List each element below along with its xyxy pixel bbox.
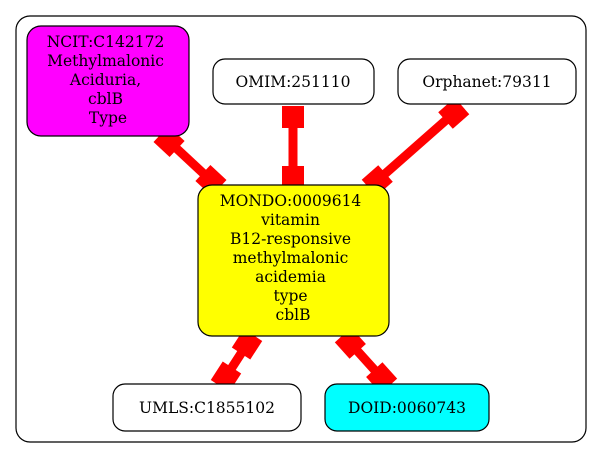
svg-text:NCIT:C142172 Methylmalon: NCIT:C142172 Methylmalonic Aciduria, cbl… <box>47 33 170 127</box>
node-mondo[interactable]: MONDO:0009614 vitamin B12-responsive met… <box>197 184 390 337</box>
node-orphanet-line: Orphanet:79311 <box>422 73 551 91</box>
node-mondo-line: cblB <box>276 306 311 324</box>
edge-cap-mondo <box>282 166 304 188</box>
node-mondo-line: MONDO:0009614 <box>220 192 362 210</box>
node-ncit-line: NCIT:C142172 <box>47 33 165 51</box>
node-ncit-box <box>26 25 190 137</box>
node-omim-line: OMIM:251110 <box>236 73 351 91</box>
node-mondo-line: B12-responsive <box>230 230 351 248</box>
node-orphanet[interactable]: Orphanet:79311 <box>397 58 577 105</box>
edge-cap-mondo <box>231 329 263 360</box>
node-mondo-box <box>197 184 390 337</box>
node-mondo-line: methylmalonic <box>233 249 349 267</box>
svg-text:DOID:0060743: DOID:0060743 <box>348 399 466 417</box>
node-mondo-line: acidemia <box>255 268 326 286</box>
node-umls-box <box>112 383 302 432</box>
node-doid[interactable]: DOID:0060743 <box>324 383 490 432</box>
svg-text:Orphanet:79311: Orphanet:79311 <box>422 73 551 91</box>
svg-text:MONDO:0009614 vitamin: MONDO:0009614 vitamin B12-responsive met… <box>220 192 366 324</box>
node-ncit-line: Type <box>89 109 127 127</box>
node-doid-box <box>324 383 490 432</box>
node-omim-box <box>212 58 375 105</box>
node-orphanet-box <box>397 58 577 105</box>
node-ncit-line: cblB <box>88 90 123 108</box>
node-doid-line: DOID:0060743 <box>348 399 466 417</box>
node-ncit-line: Aciduria, <box>69 71 141 89</box>
node-mondo-line: type <box>273 287 307 305</box>
node-umls[interactable]: UMLS:C1855102 <box>112 383 302 432</box>
edge-cap-omim <box>282 106 304 128</box>
svg-text:OMIM:251110: OMIM:251110 <box>236 73 351 91</box>
svg-text:UMLS:C1855102: UMLS:C1855102 <box>139 399 275 417</box>
node-omim[interactable]: OMIM:251110 <box>212 58 375 105</box>
node-ncit-line: Methylmalonic <box>47 52 164 70</box>
edge-cap-orphanet <box>438 97 470 129</box>
node-ncit[interactable]: NCIT:C142172 Methylmalonic Aciduria, cbl… <box>26 25 190 137</box>
node-umls-line: UMLS:C1855102 <box>139 399 275 417</box>
node-mondo-line: vitamin <box>260 211 320 229</box>
